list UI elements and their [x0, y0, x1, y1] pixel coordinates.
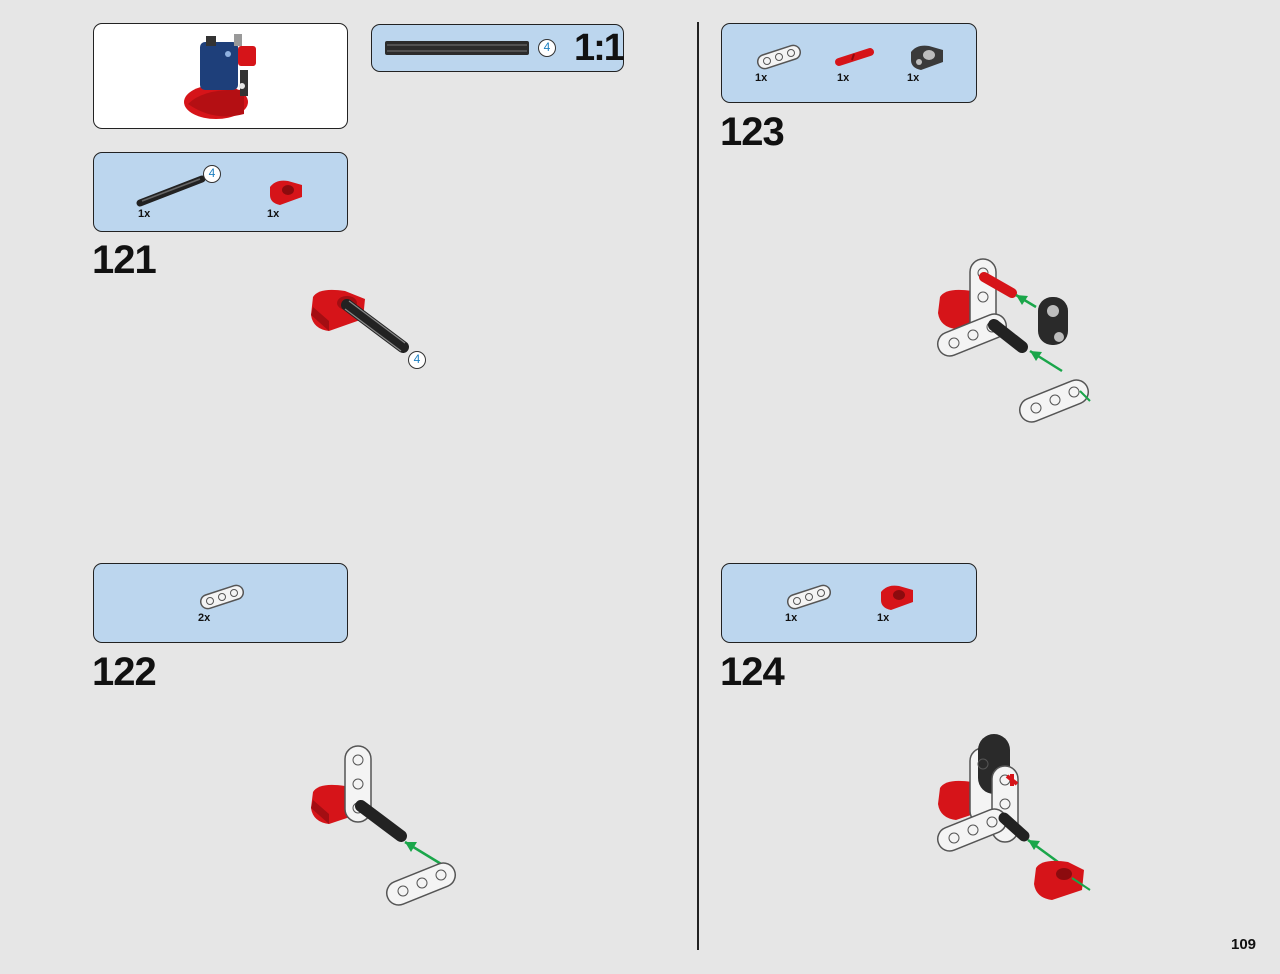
- part-quantity: 1x: [837, 72, 850, 84]
- step-number: 123: [720, 110, 785, 154]
- axle-length-badge: 4: [408, 351, 426, 369]
- submodel-preview-panel: [93, 23, 348, 129]
- step-124-assembly: [936, 734, 1091, 900]
- part-quantity: 1x: [755, 72, 768, 84]
- step-122-assembly: [311, 745, 457, 906]
- page-number: 109: [1231, 936, 1257, 953]
- red-cross-block-icon: [270, 180, 302, 205]
- part-quantity: 1x: [907, 72, 920, 84]
- part-quantity: 1x: [267, 208, 280, 220]
- part-quantity: 1x: [138, 208, 151, 220]
- red-axle-pin-icon: [835, 48, 874, 66]
- axle-length-badge: 4: [538, 39, 556, 57]
- step-123-assembly: [936, 258, 1091, 423]
- step-number: 124: [720, 650, 785, 694]
- page-divider: [697, 22, 699, 950]
- step-121-assembly: [311, 289, 409, 353]
- axle-1to1-icon: [385, 41, 529, 55]
- part-quantity: 2x: [198, 612, 211, 624]
- step-122-parts-panel: 2x: [93, 563, 348, 643]
- step-121-parts-panel: 4 1x 1x: [93, 152, 348, 232]
- white-liftarm-icon: [756, 44, 802, 70]
- white-liftarm-icon: [199, 584, 245, 610]
- axle-length-badge: 4: [203, 165, 221, 183]
- part-quantity: 1x: [877, 612, 890, 624]
- submodel-illustration: [184, 34, 256, 119]
- step-number: 122: [92, 650, 157, 694]
- scale-reference-panel: 4 1:1: [371, 24, 625, 72]
- scale-label: 1:1: [574, 27, 625, 69]
- black-cross-block-icon: [911, 45, 943, 70]
- part-quantity: 1x: [785, 612, 798, 624]
- step-123-parts-panel: 1x 1x 1x: [721, 23, 977, 103]
- red-cross-block-icon: [881, 585, 913, 610]
- step-number: 121: [92, 238, 157, 282]
- step-124-parts-panel: 1x 1x: [721, 563, 977, 643]
- axle-4-icon: [136, 175, 206, 207]
- white-liftarm-icon: [786, 584, 832, 610]
